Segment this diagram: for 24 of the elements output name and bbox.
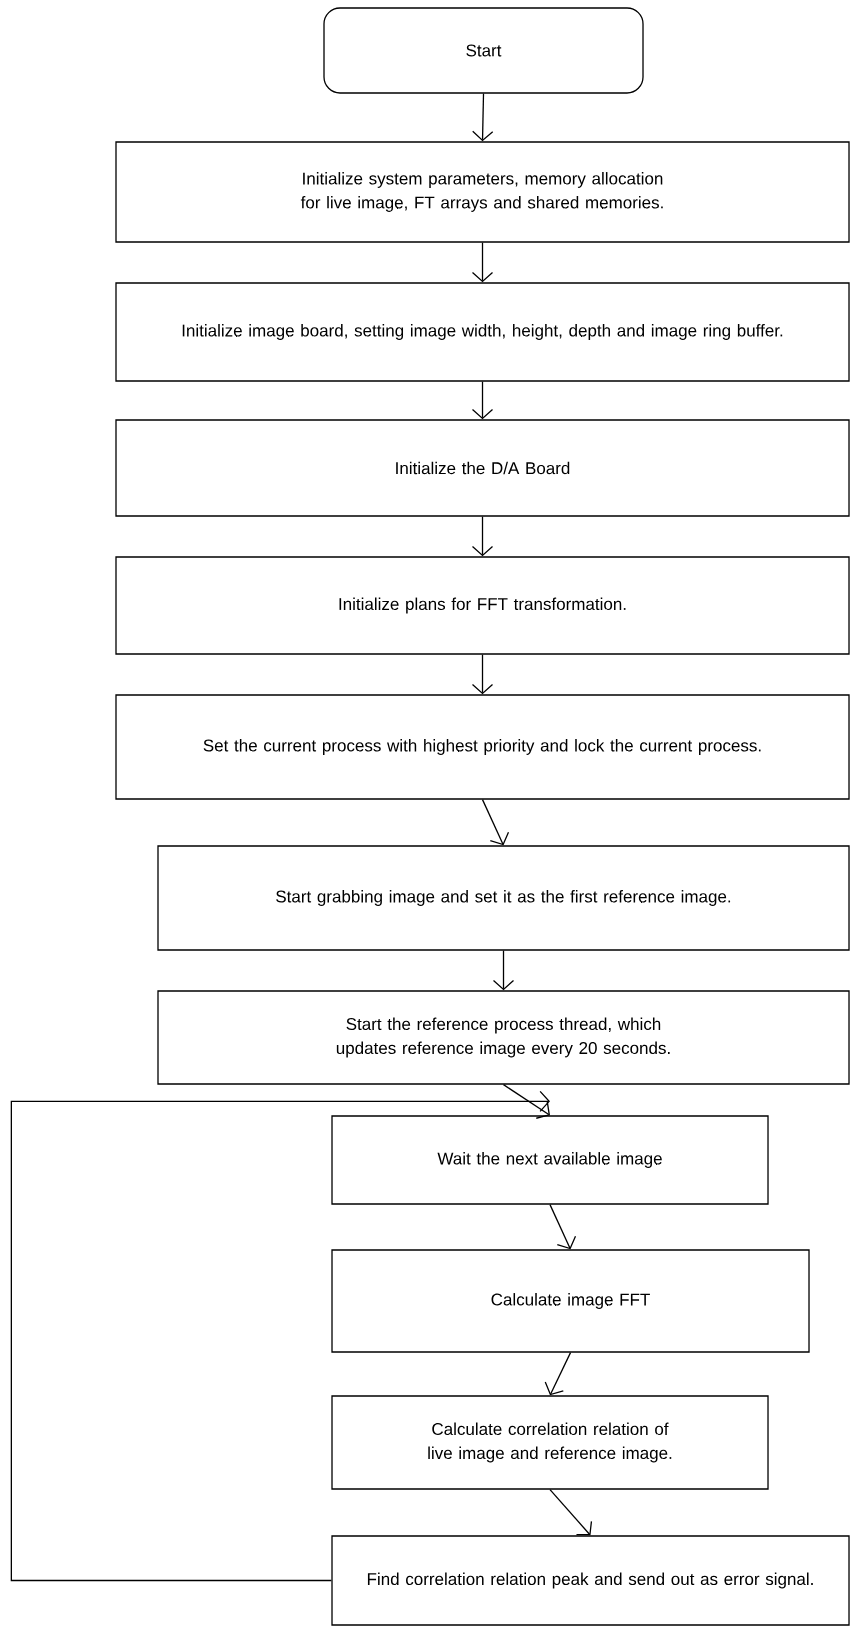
arrow	[471, 242, 494, 283]
process-box: Initialize the D/A Board	[115, 419, 850, 517]
process-box: Calculate correlation relation of live image and reference image.	[331, 1395, 769, 1490]
process-box: Start grabbing image and set it as the first reference image.	[157, 845, 850, 951]
terminal-box: Start	[323, 7, 644, 94]
process-box: Initialize image board, setting image width, height, depth and image ring buffer.	[115, 282, 850, 382]
process-box: Calculate image FFT	[331, 1249, 810, 1353]
process-box: Set the current process with highest priority and lock the current process.	[115, 694, 850, 800]
arrow	[10, 1090, 550, 1582]
arrow	[481, 799, 510, 846]
process-box: Find correlation relation peak and send out as error signal.	[331, 1535, 850, 1626]
arrow	[544, 1352, 572, 1396]
arrow	[471, 654, 494, 695]
process-box: Initialize plans for FFT transformation.	[115, 556, 850, 655]
arrow	[471, 381, 494, 420]
arrow	[549, 1204, 577, 1250]
arrow	[492, 950, 515, 991]
arrow	[472, 92, 494, 142]
arrow	[502, 1084, 550, 1119]
process-box: Initialize system parameters, memory allocation for live image, FT arrays and shared memories.	[115, 141, 850, 243]
arrow	[471, 516, 494, 557]
arrow	[549, 1489, 593, 1536]
process-box: Start the reference process thread, which updates reference image every 20 seconds.	[157, 990, 850, 1085]
process-box: Wait the next available image	[331, 1115, 769, 1205]
